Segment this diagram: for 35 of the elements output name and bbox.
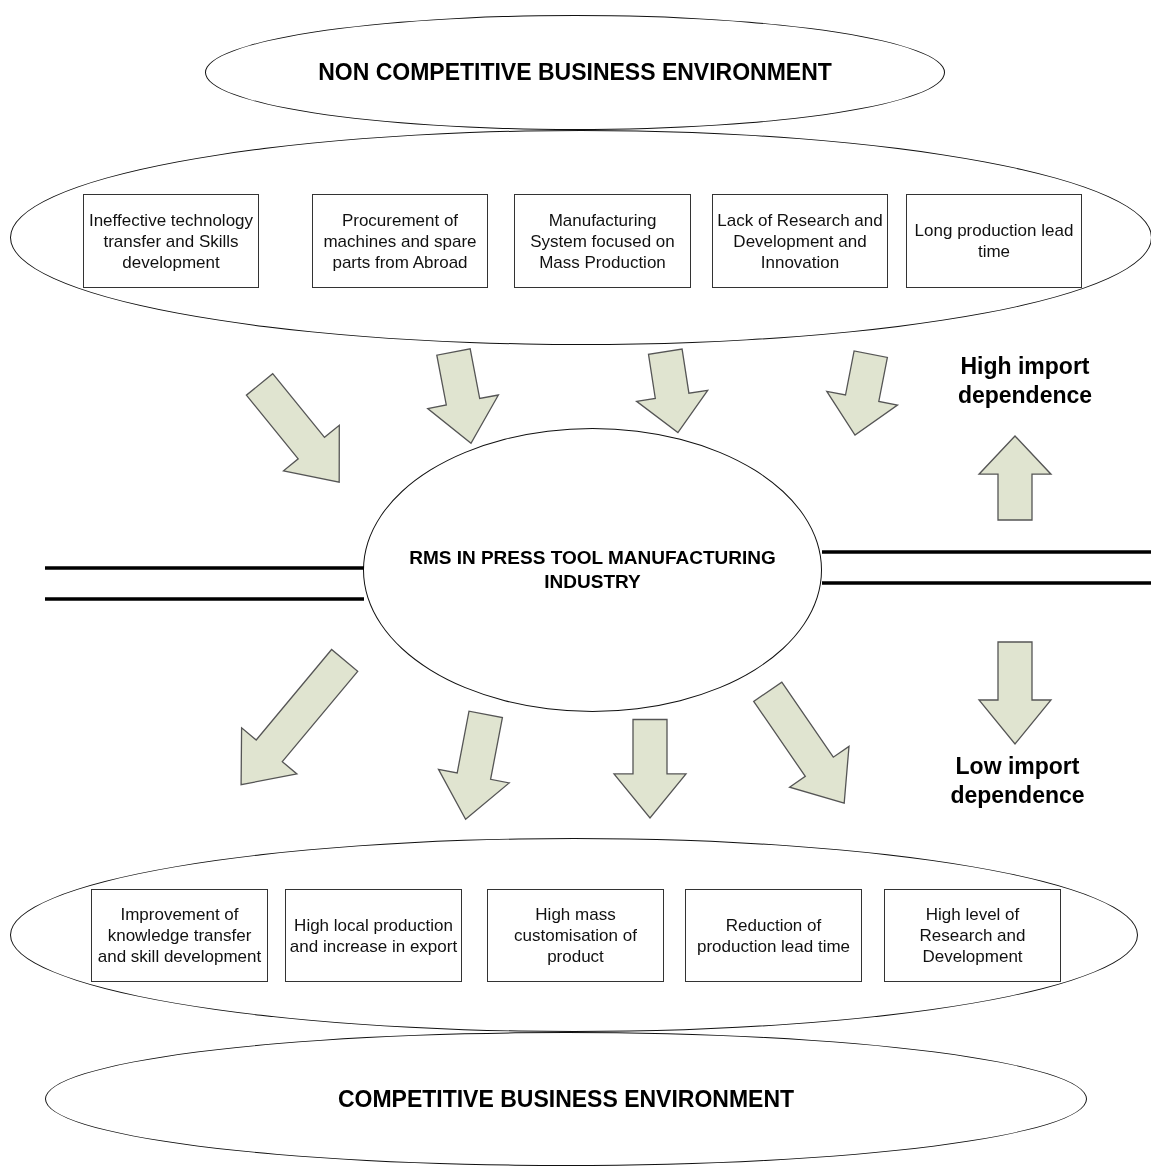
block-arrow	[240, 648, 359, 786]
side-label: Low import dependence	[949, 752, 1086, 810]
text-box	[487, 889, 664, 982]
box-text: High level of Research and Development	[918, 904, 1027, 967]
box-text: Manufacturing System focused on Mass Production	[529, 209, 676, 273]
block-arrow	[612, 718, 688, 819]
block-arrow	[635, 348, 710, 434]
box-text: Reduction of production lead time	[695, 914, 852, 957]
box-text: Procurement of machines and spare parts from Abroad	[322, 209, 478, 273]
box-text: High local production and increase in export	[289, 914, 458, 957]
ellipse-title: RMS IN PRESS TOOL MANUFACTURING INDUSTRY	[408, 546, 777, 594]
block-arrow	[752, 681, 850, 804]
text-box	[83, 194, 259, 288]
block-arrow	[825, 350, 900, 436]
ellipse-title: NON COMPETITIVE BUSINESS ENVIRONMENT	[317, 58, 833, 87]
block-arrow	[977, 435, 1053, 521]
side-label: High import dependence	[956, 352, 1094, 410]
text-box	[712, 194, 888, 288]
text-box	[884, 889, 1061, 982]
text-box	[906, 194, 1082, 288]
box-text: Ineffective technology transfer and Skills development	[87, 209, 255, 273]
text-box	[685, 889, 862, 982]
block-arrow	[426, 348, 500, 445]
box-text: Improvement of knowledge transfer and skill development	[96, 904, 263, 967]
block-arrow	[437, 710, 511, 821]
ellipse-title: COMPETITIVE BUSINESS ENVIRONMENT	[336, 1084, 796, 1114]
block-arrow	[977, 641, 1053, 746]
text-box	[312, 194, 488, 288]
text-box	[285, 889, 462, 982]
block-arrow	[245, 372, 340, 483]
box-text: High mass customisation of product	[513, 904, 638, 967]
text-box	[514, 194, 691, 288]
box-text: Lack of Research and Development and Innovation	[716, 209, 884, 273]
text-box	[91, 889, 268, 982]
box-text: Long production lead time	[913, 220, 1075, 262]
